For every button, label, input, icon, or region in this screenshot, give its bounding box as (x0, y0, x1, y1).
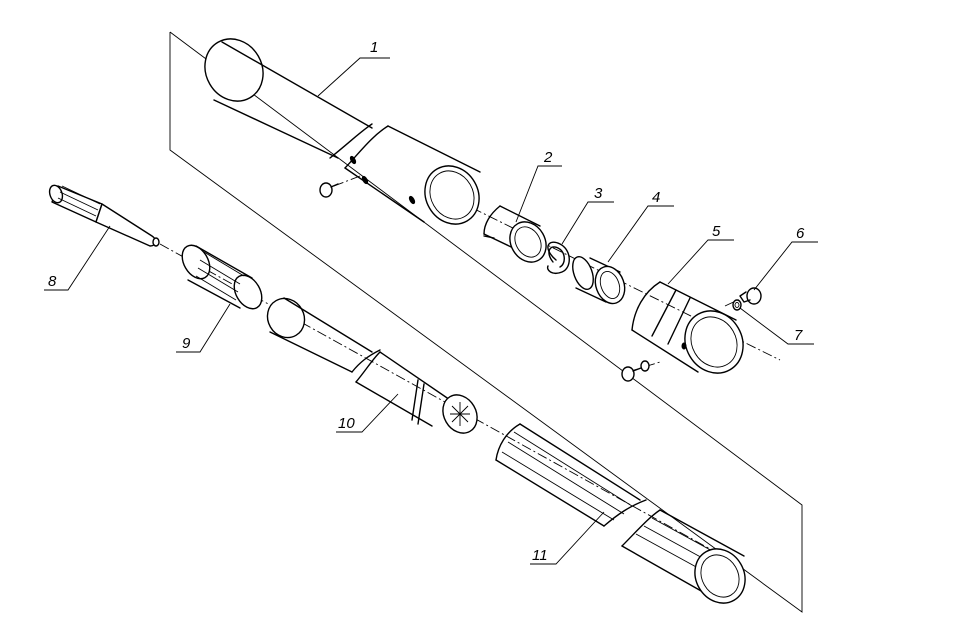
washer (732, 299, 742, 311)
split-bushing (483, 205, 547, 263)
lower-rivet (621, 360, 650, 382)
callout-11: 11 (532, 547, 548, 564)
lower-splined-tube (495, 423, 746, 604)
bearing-ring (572, 256, 626, 305)
upper-outer-tube (204, 38, 481, 225)
inner-tube (266, 297, 478, 434)
spline-coupler (181, 244, 263, 310)
callout-1: 1 (370, 39, 378, 56)
leader-lines (44, 57, 818, 565)
callout-2: 2 (543, 149, 553, 166)
callout-labels: 1 2 3 4 5 6 7 8 9 10 11 (48, 39, 805, 564)
callout-9: 9 (182, 335, 191, 352)
callout-5: 5 (712, 223, 721, 240)
tube-rivet (319, 182, 339, 198)
callout-10: 10 (338, 415, 355, 432)
spline-shaft (48, 184, 160, 247)
callout-8: 8 (48, 273, 57, 290)
section-frame (169, 31, 803, 613)
callout-4: 4 (652, 189, 660, 206)
coupling-sleeve (631, 281, 744, 374)
callout-6: 6 (796, 225, 805, 242)
axis-lines (159, 175, 781, 561)
callout-3: 3 (594, 185, 603, 202)
screw (739, 287, 762, 305)
retaining-ring (546, 241, 570, 275)
callout-7: 7 (794, 327, 803, 344)
